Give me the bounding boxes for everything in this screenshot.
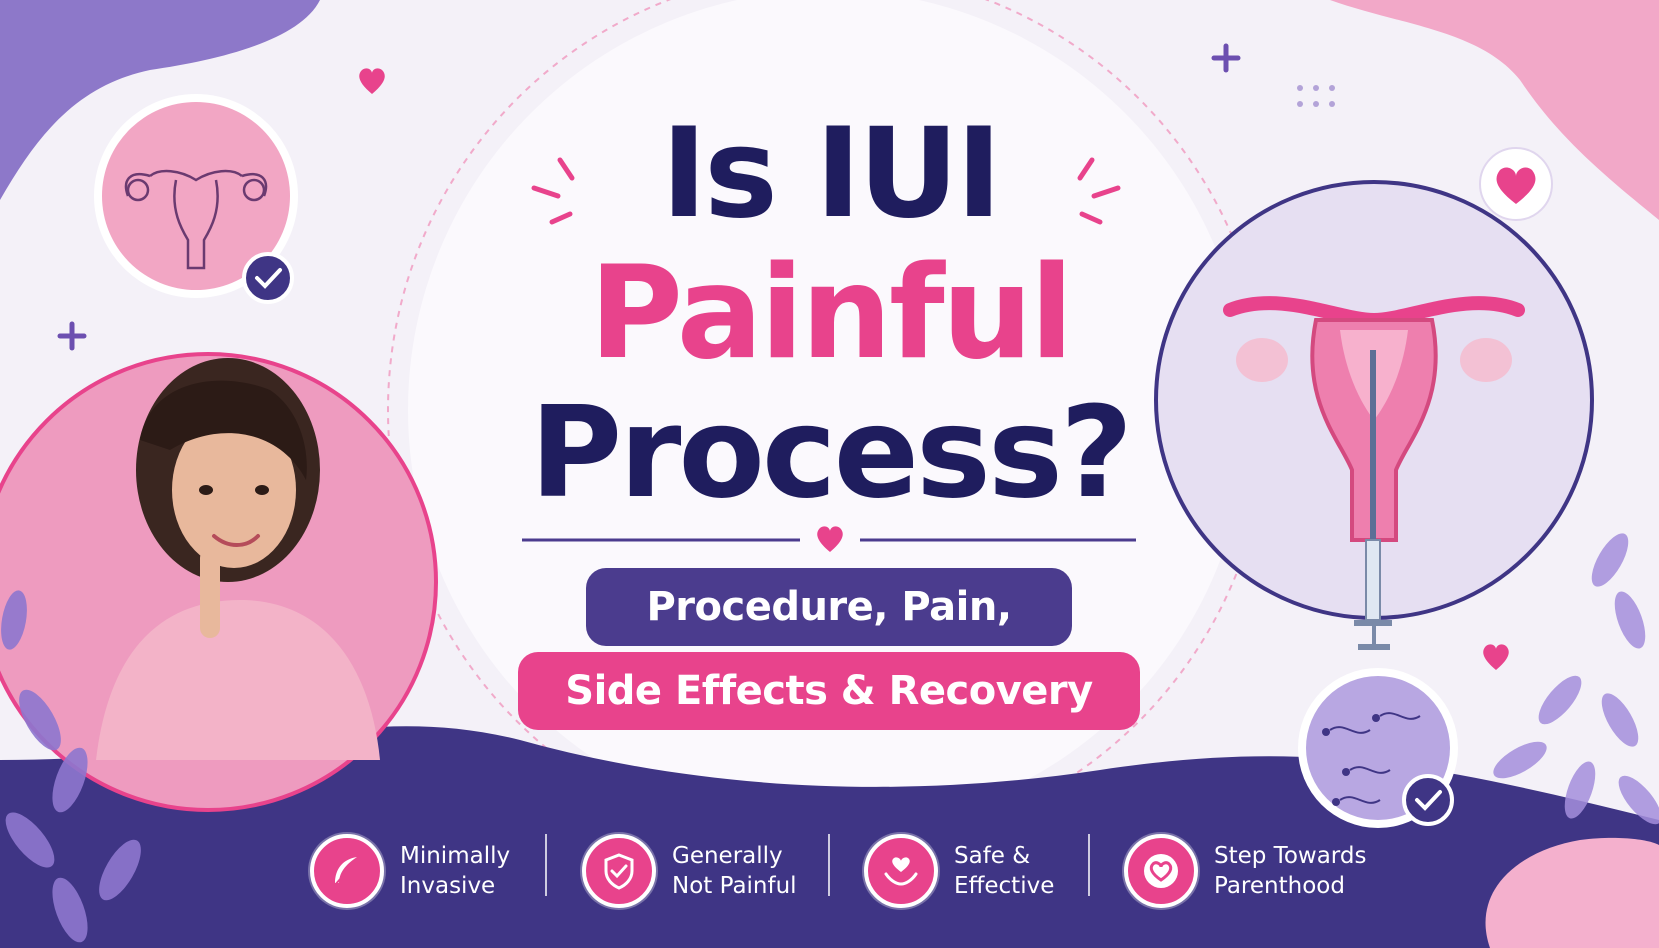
title-line-3: Process? (529, 379, 1133, 526)
feature-line-1: Minimally (400, 843, 511, 869)
heart-circle-icon (1124, 834, 1198, 908)
feature-item-minimally-invasive: Minimally Invasive (310, 828, 510, 914)
feature-text: Generally Not Painful (672, 841, 797, 901)
check-icon (1415, 790, 1442, 811)
subtitle-line-2: Side Effects & Recovery (565, 668, 1093, 714)
top-left-blob (0, 0, 320, 200)
feature-line-1: Generally (672, 843, 783, 869)
subtitle-line-1: Procedure, Pain, (646, 584, 1012, 630)
check-icon (255, 268, 282, 289)
feature-line-2: Parenthood (1214, 873, 1345, 899)
heart-badge-icon (1496, 167, 1536, 204)
feature-line-2: Not Painful (672, 873, 797, 899)
feature-text: Minimally Invasive (400, 841, 510, 901)
feature-item-not-painful: Generally Not Painful (582, 828, 797, 914)
feature-item-safe-effective: Safe & Effective (864, 828, 1054, 914)
uterus-illustration (1223, 296, 1525, 650)
divider-heart-icon (817, 526, 843, 552)
heart-hands-icon (864, 834, 938, 908)
feature-line-1: Step Towards (1214, 843, 1367, 869)
top-right-blob (1330, 0, 1659, 220)
feature-separator (1088, 834, 1090, 896)
feature-item-parenthood: Step Towards Parenthood (1124, 828, 1366, 914)
title-line-1: Is IUI (660, 102, 1002, 246)
title-line-2: Painful (589, 239, 1073, 388)
subtitle-pill-1: Procedure, Pain, (586, 568, 1072, 646)
shield-check-icon (582, 834, 656, 908)
woman-portrait (96, 358, 380, 760)
bottom-right-blob (1485, 837, 1659, 948)
feather-icon (310, 834, 384, 908)
feature-line-1: Safe & (954, 843, 1031, 869)
feature-separator (828, 834, 830, 896)
feature-separator (545, 834, 547, 896)
sperm-illustration (1329, 712, 1421, 804)
feature-line-2: Invasive (400, 873, 496, 899)
subtitle-pill-2: Side Effects & Recovery (518, 652, 1140, 730)
uterus-outline-icon (124, 169, 268, 270)
feature-line-2: Effective (954, 873, 1055, 899)
feature-text: Safe & Effective (954, 841, 1054, 901)
feature-text: Step Towards Parenthood (1214, 841, 1366, 901)
